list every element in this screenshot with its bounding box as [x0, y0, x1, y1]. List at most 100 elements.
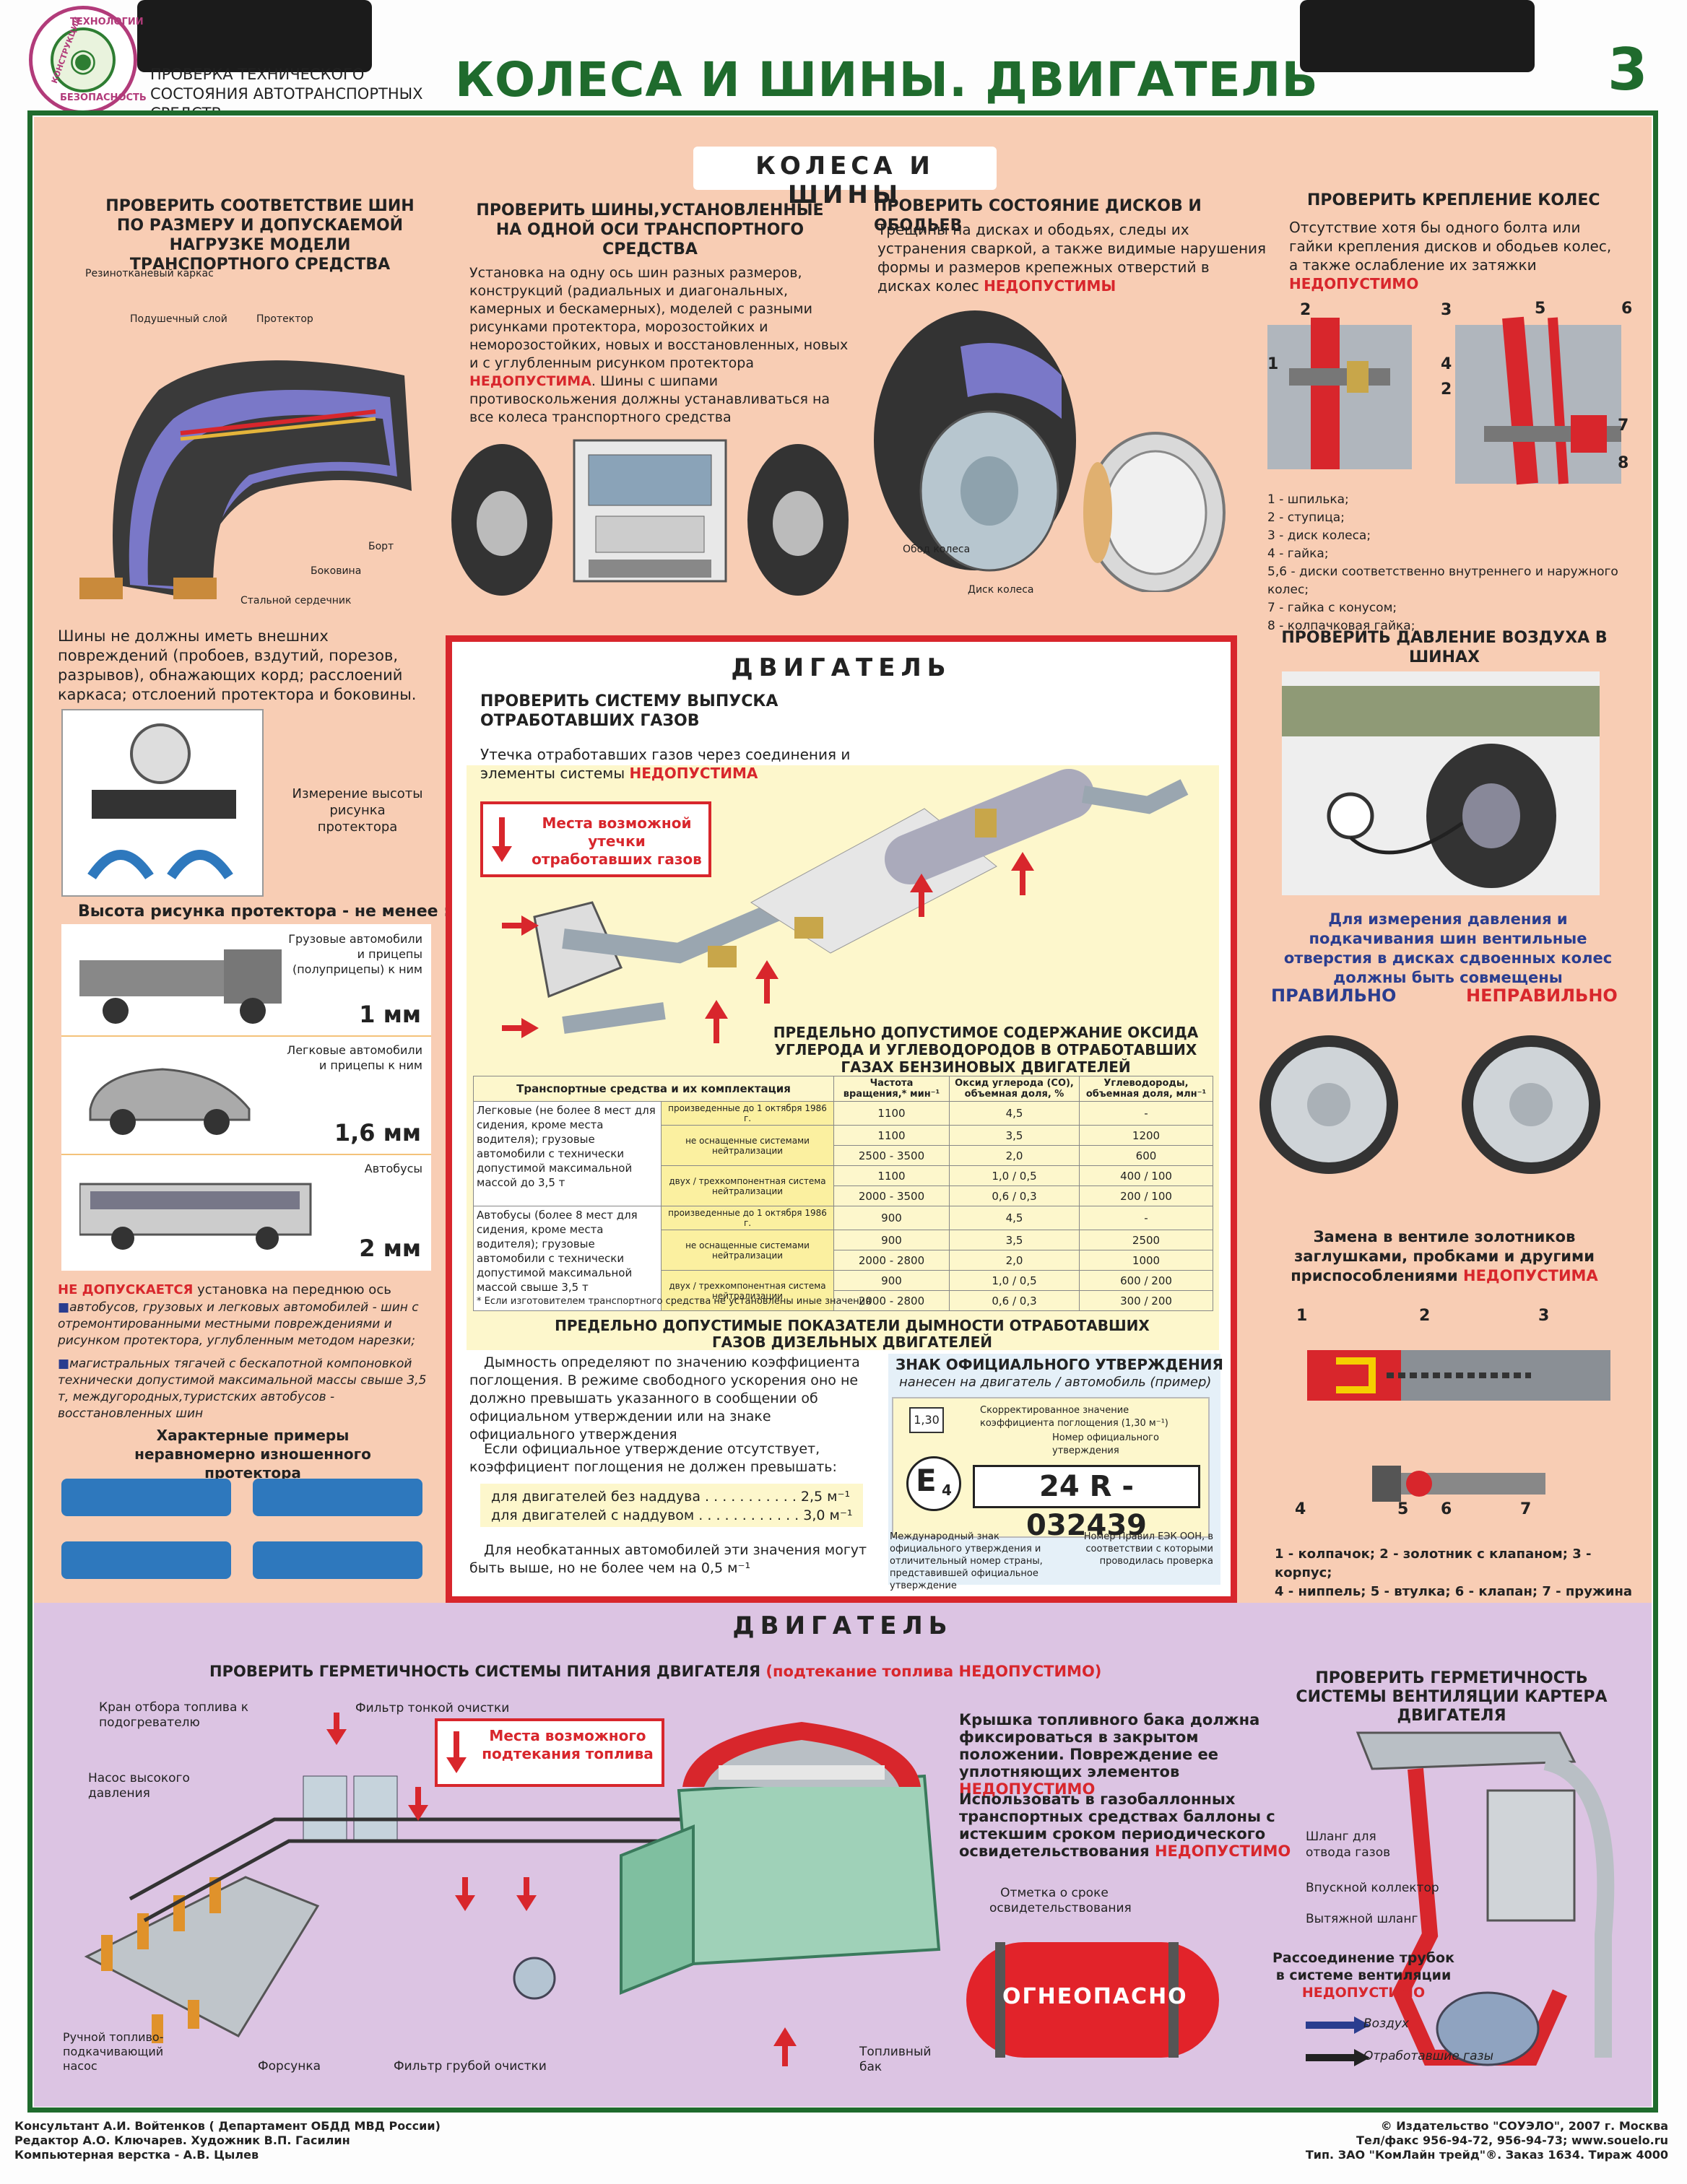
tread-row-bus-value: 2 мм: [359, 1235, 421, 1262]
col4-legend: 1 - шпилька; 2 - ступица; 3 - диск колес…: [1267, 491, 1643, 635]
tread-row-bus: Автобусы 2 мм: [61, 1155, 431, 1271]
fuel-system-illustration: [58, 1733, 953, 2087]
vent-text-red: НЕДОПУСТИМО: [1301, 1985, 1426, 2001]
approval-right-note: Номер Правил ЕЭК ООН, в соответствии с к…: [1083, 1531, 1213, 1567]
footer-publisher-3: Тип. ЗАО "КомЛайн трейд"®. Заказ 1634. Т…: [1305, 2148, 1668, 2162]
label-fuel-tap: Кран отбора топлива к подогревателю: [99, 1700, 249, 1730]
co-rpm-7: 900: [833, 1230, 950, 1250]
down-arrow-shaft: [499, 817, 505, 846]
col3-text-red: НЕДОПУСТИМЫ: [984, 277, 1116, 295]
valve-num-7: 7: [1520, 1500, 1532, 1518]
col4-num-3: 3: [1441, 301, 1452, 319]
co-row-7: не оснащенные системами нейтрализации 90…: [474, 1230, 1213, 1271]
approval-e-number: 4: [942, 1482, 952, 1499]
tread-min-heading: Высота рисунка протектора - не менее :: [78, 902, 451, 921]
footer-credit-1: Консультант А.И. Войтенков ( Департамент…: [14, 2119, 441, 2133]
co-row-2: не оснащенные системами нейтрализации 11…: [474, 1125, 1213, 1166]
co-rpm-4: 1100: [833, 1165, 950, 1186]
col2-heading: ПРОВЕРИТЬ ШИНЫ,УСТАНОВЛЕННЫЕ НА ОДНОЙ ОС…: [476, 201, 824, 258]
co-rpm-3: 2500 - 3500: [833, 1145, 950, 1166]
col4-num-4: 4: [1441, 355, 1452, 373]
col4-num-1: 1: [1267, 355, 1279, 373]
diesel-text-1: Дымность определяют по значению коэффици…: [469, 1354, 860, 1443]
co-th-rpm: Частота вращения,* мин⁻¹: [833, 1076, 950, 1102]
fuel-legend-arrow-icon: [446, 1757, 467, 1773]
approval-number: 24 R - 032439: [973, 1465, 1200, 1542]
label-disc: Диск колеса: [968, 584, 1034, 596]
front-axle-text: НЕ ДОПУСКАЕТСЯ установка на переднюю ось: [58, 1282, 437, 1299]
label-core: Стальной сердечник: [240, 595, 352, 606]
fuel-leak-arrow-shaft-2: [415, 1787, 421, 1806]
co-cond-2: не оснащенные системами нейтрализации: [661, 1125, 834, 1166]
gas-arrow-shaft: [1306, 2054, 1356, 2061]
col3-text: Трещины на дисках и ободьях, следы их ус…: [877, 220, 1267, 295]
co-rpm-5: 2000 - 3500: [833, 1185, 950, 1206]
col4-num-5: 5: [1535, 300, 1546, 318]
co-co-8: 2,0: [949, 1250, 1080, 1271]
leak-arrow-shaft-3: [714, 1018, 719, 1043]
vent-text-a: Рассоединение трубок в системе вентиляци…: [1272, 1950, 1455, 1983]
bullet-square-1: ■: [58, 1300, 70, 1315]
label-tread: Протектор: [256, 313, 313, 325]
col2-text-red: НЕДОПУСТИМА: [469, 373, 591, 389]
label-hand-pump: Ручной топливо-подкачивающий насос: [63, 2030, 164, 2073]
fuel-heading-red: (подтекание топлива НЕДОПУСТИМО): [766, 1663, 1102, 1680]
vent-heading: ПРОВЕРИТЬ ГЕРМЕТИЧНОСТЬ СИСТЕМЫ ВЕНТИЛЯЦ…: [1296, 1669, 1608, 1725]
logo: ТЕХНОЛОГИИ КОНСТРУКЦИИ БЕЗОПАСНОСТЬ ◉: [29, 6, 147, 114]
label-exhaust-hose: Вытяжной шланг: [1306, 1912, 1418, 1926]
diesel-limit-1: для двигателей без наддува . . . . . . .…: [491, 1489, 851, 1505]
col1-heading: ПРОВЕРИТЬ СООТВЕТСТВИЕ ШИН ПО РАЗМЕРУ И …: [105, 197, 415, 274]
footer-credit-2: Редактор А.О. Ключарев. Художник В.П. Га…: [14, 2133, 350, 2147]
col3-heading: ПРОВЕРИТЬ СОСТОЯНИЕ ДИСКОВ И ОБОДЬЕВ: [874, 197, 1202, 235]
co-cond-7: не оснащенные системами нейтрализации: [661, 1230, 834, 1271]
valve-legend: 1 - колпачок; 2 - золотник с клапаном; 3…: [1275, 1545, 1650, 1601]
wheel-fastening-illustration: [1267, 303, 1629, 491]
fuel-cap-text-a: Крышка топливного бака должна фиксироват…: [959, 1711, 1260, 1780]
approval-coef-label: Скорректированное значение коэффициента …: [980, 1405, 1168, 1429]
co-table-grid: Транспортные средства и их комплектация …: [473, 1076, 1213, 1311]
co-table-header-row: Транспортные средства и их комплектация …: [473, 1076, 1213, 1102]
hanging-clip-left: [137, 0, 372, 72]
col4-legend-2: 2 - ступица;: [1267, 510, 1345, 525]
co-co-7: 3,5: [949, 1230, 1080, 1250]
label-correct: ПРАВИЛЬНО: [1271, 986, 1397, 1006]
co-co-9: 1,0 / 0,5: [949, 1270, 1080, 1291]
wheel-correct-illustration: [1257, 1032, 1401, 1177]
co-cond-6: произведенные до 1 октября 1986 г.: [661, 1206, 834, 1230]
co-hc-8: 1000: [1079, 1250, 1213, 1271]
col4-num-7: 7: [1618, 417, 1629, 435]
footer-credits: Консультант А.И. Войтенков ( Департамент…: [14, 2119, 441, 2162]
label-rim: Обод колеса: [903, 544, 971, 555]
co-rpm-10: 2000 - 2800: [833, 1290, 950, 1311]
co-rpm-6: 900: [833, 1206, 950, 1230]
co-rpm-2: 1100: [833, 1125, 950, 1146]
label-injector: Форсунка: [258, 2059, 321, 2074]
label-cushion: Подушечный слой: [130, 313, 227, 325]
col4-legend-6: 7 - гайка с конусом;: [1267, 601, 1397, 615]
fuel-leak-arrow-icon-4: [516, 1895, 537, 1911]
col4-heading: ПРОВЕРИТЬ КРЕПЛЕНИЕ КОЛЕС: [1307, 191, 1600, 209]
col4-num-2a: 2: [1300, 301, 1311, 319]
approval-e-letter: E: [916, 1463, 937, 1498]
valve-text-red: НЕДОПУСТИМА: [1463, 1267, 1598, 1284]
leak-arrow-icon-2: [521, 1018, 539, 1038]
logo-text-top: ТЕХНОЛОГИИ: [70, 17, 144, 27]
co-rpm-8: 2000 - 2800: [833, 1250, 950, 1271]
co-row-8: 2000 - 2800 2,0 1000: [474, 1250, 1213, 1271]
co-hc-5: 200 / 100: [1079, 1185, 1213, 1206]
diesel-limit-2: для двигателей с наддувом . . . . . . . …: [491, 1508, 853, 1523]
fuel-leak-arrow-icon-5: [773, 2027, 797, 2046]
valve-legend-1: 1 - колпачок; 2 - золотник с клапаном; 3…: [1275, 1546, 1592, 1580]
worn-tread-example-3: [61, 1541, 231, 1579]
fuel-cap-illustration: [675, 1707, 928, 1809]
col4-num-2b: 2: [1441, 380, 1452, 399]
label-fine-filter: Фильтр тонкой очистки: [355, 1701, 510, 1715]
wheels-section-title: КОЛЕСА И ШИНЫ: [755, 152, 934, 209]
tread-row-truck-label: Грузовые автомобили и прицепы (полуприце…: [288, 932, 422, 976]
worn-tread-example-2: [253, 1479, 422, 1516]
approval-e-mark: E 4: [906, 1456, 961, 1511]
gas-cylinder-text-red: НЕДОПУСТИМО: [1154, 1843, 1291, 1860]
fuel-leak-legend-text: Места возможного подтекания топлива: [482, 1727, 654, 1762]
worn-tread-example-1: [61, 1479, 231, 1516]
tread-gauge-illustration: [61, 709, 264, 897]
